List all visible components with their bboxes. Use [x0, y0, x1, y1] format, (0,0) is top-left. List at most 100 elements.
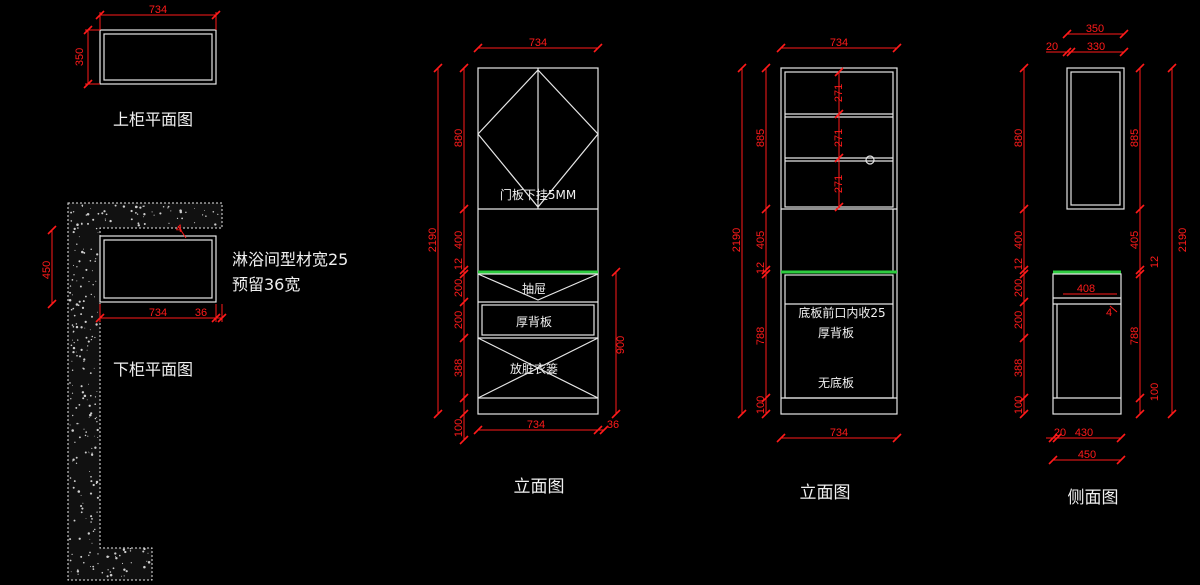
wall-speckle [205, 215, 207, 217]
wall-speckle [146, 560, 148, 562]
wall-speckle [78, 537, 81, 540]
wall-speckle [77, 304, 80, 307]
wall-speckle [119, 554, 121, 557]
dim-tick [761, 265, 771, 275]
bottom-panel-recess-label: 底板前口内收25 [798, 305, 885, 320]
elev2-total-height-dim: 2190 [731, 228, 743, 252]
wall-speckle [69, 538, 72, 541]
wall-speckle [80, 222, 83, 225]
dim-tick [459, 333, 469, 343]
wall-speckle [92, 218, 95, 221]
wall-speckle [89, 394, 92, 397]
side-left-seg-dim: 388 [1013, 359, 1025, 377]
wall-speckle [130, 209, 133, 213]
wall-speckle [95, 280, 97, 282]
dim-tick [1135, 393, 1145, 403]
wall-speckle [83, 561, 85, 564]
lower-cabinet-inner [103, 239, 213, 299]
wall-speckle [159, 212, 162, 215]
wall-speckle [78, 403, 81, 406]
wall-speckle [88, 404, 91, 407]
side-right-seg-dim: 788 [1129, 327, 1141, 345]
wall-speckle [201, 214, 204, 216]
wall-speckle [107, 569, 109, 571]
wall-speckle [95, 323, 98, 326]
wall-hatch [67, 202, 223, 581]
dim-tick [1019, 204, 1029, 214]
wall-speckle [80, 555, 83, 558]
dim-tick [1019, 297, 1029, 307]
wall-speckle [142, 205, 144, 208]
lower-cabinet-plan: 734 36 450 4 淋浴间型材宽25 预留36宽 下柜平面图 [41, 202, 348, 581]
wall-speckle [85, 268, 88, 271]
door-hang-label: 门板下挂5MM [500, 187, 576, 202]
wall-speckle [77, 490, 81, 493]
wall-speckle [134, 205, 138, 209]
lower-plan-title: 下柜平面图 [113, 360, 193, 379]
wall-speckle [170, 210, 172, 212]
elev2-title: 立面图 [800, 483, 851, 503]
wall-speckle [137, 224, 140, 227]
wall-speckle [73, 480, 76, 483]
wall-speckle [217, 213, 219, 216]
side-bottom-dim: 430 [1075, 427, 1093, 439]
wall-speckle [80, 511, 83, 514]
wall-speckle [96, 496, 99, 499]
wall-speckle [123, 568, 126, 571]
wall-speckle [84, 295, 87, 298]
elev1-title: 立面图 [514, 477, 565, 497]
wall-speckle [81, 306, 85, 309]
wall-speckle [90, 475, 92, 478]
lower-extra-dim: 36 [195, 307, 207, 319]
wall-speckle [94, 446, 97, 449]
wall-speckle [80, 494, 82, 496]
side-small-dim: 4 [1106, 307, 1112, 319]
side-view-title: 侧面图 [1068, 488, 1119, 508]
wall-speckle [72, 326, 75, 328]
wall-speckle [80, 313, 83, 316]
wall-speckle [115, 557, 118, 560]
wall-speckle [82, 248, 85, 250]
dim-tick [834, 67, 844, 77]
wall-speckle [89, 471, 91, 472]
wall-speckle [87, 435, 89, 437]
side-total-height-dim: 2190 [1177, 228, 1189, 252]
wall-speckle [91, 447, 93, 449]
wall-speckle [143, 222, 146, 226]
wall-speckle [96, 511, 98, 513]
elev1-bottom-width-dim: 734 [527, 419, 545, 431]
dim-tick [761, 269, 771, 279]
shower-profile-note: 淋浴间型材宽25 [232, 250, 348, 269]
wall-speckle [77, 227, 79, 229]
dim-tick [1135, 63, 1145, 73]
elev1-seg-dim: 12 [453, 258, 465, 270]
lower-small-dim: 4 [176, 223, 182, 235]
wall-speckle [106, 555, 109, 559]
wall-speckle [75, 406, 78, 409]
upper-cabinet-outline [99, 29, 217, 85]
wall-speckle [81, 507, 84, 510]
dim-tick [761, 63, 771, 73]
wall-speckle [90, 208, 91, 209]
dim-tick [459, 393, 469, 403]
upper-depth-dim: 350 [74, 48, 86, 66]
wall-speckle [97, 436, 99, 439]
dim-tick [1135, 409, 1145, 419]
elev2-seg-dim: 788 [755, 327, 767, 345]
wall-speckle [82, 276, 84, 279]
upper-plan-title: 上柜平面图 [113, 110, 193, 129]
wall-speckle [130, 562, 132, 564]
wall-speckle [93, 296, 96, 298]
wall-speckle [101, 571, 104, 574]
no-bottom-panel-label: 无底板 [818, 375, 854, 390]
side-lower-outline [1052, 273, 1122, 415]
wall-speckle [70, 344, 73, 347]
wall-speckle [87, 340, 90, 343]
wall-speckle [91, 270, 93, 272]
wall-speckle [95, 227, 98, 230]
side-right-seg-dim: 885 [1129, 129, 1141, 147]
wall-speckle [69, 477, 72, 479]
wall-speckle [88, 416, 90, 418]
dim-tick [761, 393, 771, 403]
wall-speckles [68, 204, 219, 578]
